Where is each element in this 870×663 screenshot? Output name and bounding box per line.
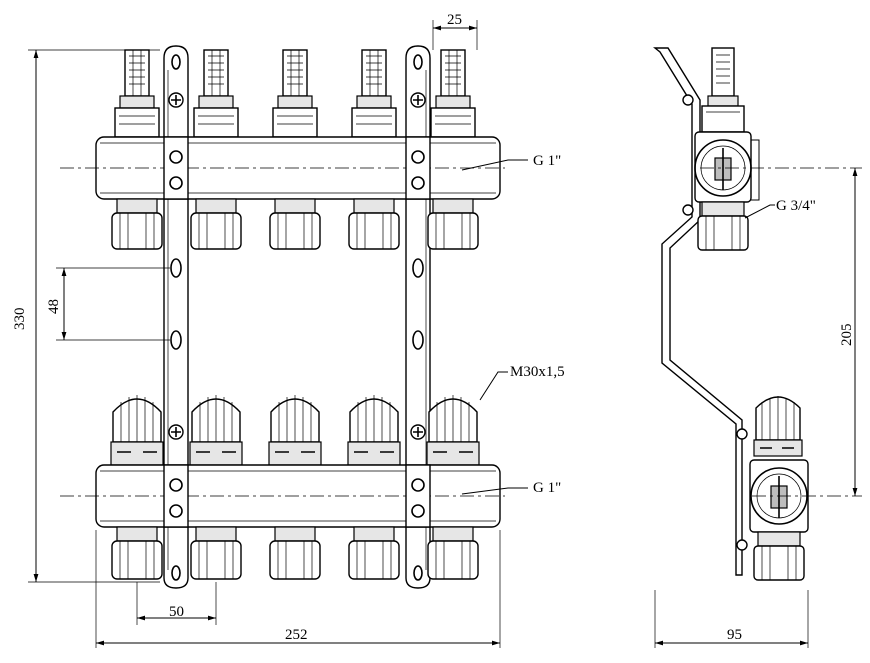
side-view bbox=[653, 47, 862, 581]
bottom-outlet-nut bbox=[427, 526, 479, 580]
flowmeter-row bbox=[114, 49, 476, 138]
dim-depth: 95 bbox=[727, 627, 742, 643]
label-outlet-thread: G 3/4" bbox=[776, 198, 816, 214]
bottom-outlet-nut bbox=[348, 526, 400, 580]
dim-outlet-spacing: 50 bbox=[169, 604, 184, 620]
flowmeter bbox=[272, 49, 318, 138]
top-outlet-nut bbox=[190, 198, 242, 250]
dimension-lines bbox=[28, 20, 858, 648]
dim-valve-pitch: 25 bbox=[447, 12, 462, 28]
top-outlet-row bbox=[111, 198, 479, 250]
flowmeter bbox=[351, 49, 397, 138]
label-bottom-bar-thread: G 1" bbox=[533, 480, 561, 496]
valve-cap-row bbox=[110, 395, 480, 466]
flowmeter bbox=[193, 49, 239, 138]
side-bottom-outlet bbox=[753, 531, 805, 581]
front-view bbox=[60, 45, 505, 589]
top-outlet-nut bbox=[111, 198, 163, 250]
valve-cap bbox=[268, 395, 322, 466]
side-bottom-body bbox=[749, 459, 862, 533]
valve-cap bbox=[110, 395, 164, 466]
top-outlet-nut bbox=[348, 198, 400, 250]
flowmeter bbox=[114, 49, 160, 138]
valve-cap bbox=[189, 395, 243, 466]
side-top-body bbox=[694, 131, 862, 203]
valve-cap bbox=[426, 395, 480, 466]
dim-height-total: 330 bbox=[12, 308, 28, 331]
dim-width-total: 252 bbox=[285, 627, 308, 643]
bottom-outlet-nut bbox=[269, 526, 321, 580]
bottom-outlet-nut bbox=[111, 526, 163, 580]
label-cap-thread: M30x1,5 bbox=[510, 364, 565, 380]
dim-bar-spacing: 205 bbox=[839, 324, 855, 347]
top-outlet-nut bbox=[427, 198, 479, 250]
top-manifold-bar bbox=[60, 92, 505, 200]
side-valve-cap bbox=[753, 396, 803, 457]
side-top-outlet bbox=[697, 201, 749, 251]
side-flowmeter bbox=[701, 47, 745, 133]
dim-mount-holes: 48 bbox=[46, 299, 62, 314]
bottom-outlet-nut bbox=[190, 526, 242, 580]
bottom-outlet-row bbox=[111, 526, 479, 580]
dimension-texts: 25 330 48 50 252 95 205 G 1" G 1" G 3/4"… bbox=[12, 12, 855, 643]
valve-cap bbox=[347, 395, 401, 466]
top-outlet-nut bbox=[269, 198, 321, 250]
flowmeter bbox=[430, 49, 476, 138]
label-top-bar-thread: G 1" bbox=[533, 153, 561, 169]
